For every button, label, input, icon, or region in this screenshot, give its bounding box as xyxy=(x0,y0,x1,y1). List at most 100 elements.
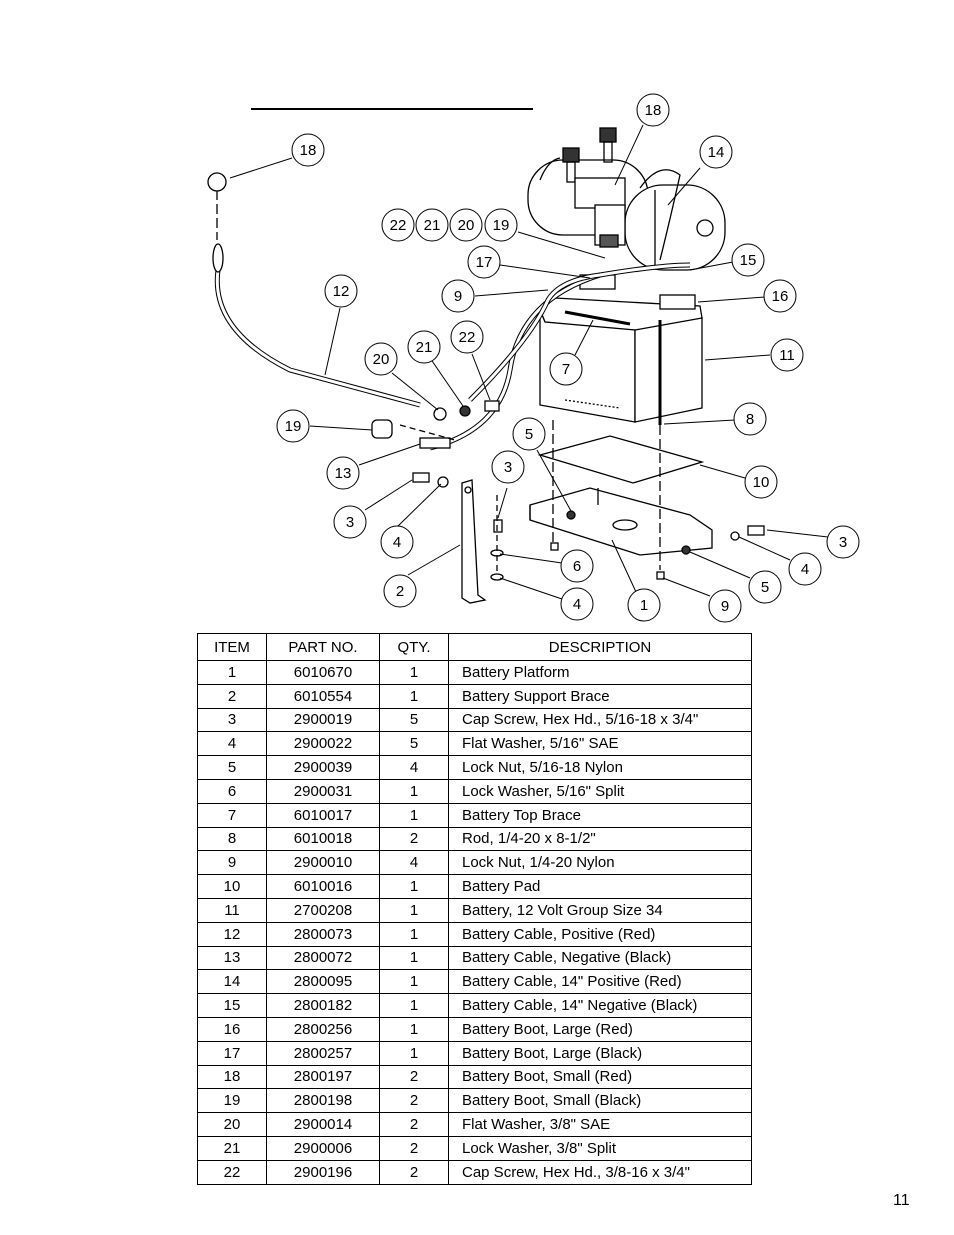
cell-qty: 2 xyxy=(379,1064,449,1090)
callout-22-top: 22 xyxy=(381,208,415,242)
svg-text:15: 15 xyxy=(740,252,757,269)
svg-text:22: 22 xyxy=(390,217,407,234)
cell-item: 20 xyxy=(197,1112,267,1137)
callout-4-left: 4 xyxy=(380,525,414,559)
cell-description: Battery Top Brace xyxy=(448,802,752,828)
callout-3-left: 3 xyxy=(333,505,367,539)
callout-9-bottom: 9 xyxy=(708,589,742,623)
cell-part-no: 2800073 xyxy=(266,921,380,947)
cell-qty: 1 xyxy=(379,921,449,947)
callout-20-top: 20 xyxy=(449,208,483,242)
callout-5-lower: 5 xyxy=(748,570,782,604)
cell-qty: 1 xyxy=(379,778,449,804)
callout-21-top: 21 xyxy=(415,208,449,242)
cell-part-no: 2900006 xyxy=(266,1135,380,1161)
cell-item: 4 xyxy=(197,731,267,757)
callout-4-bottom: 4 xyxy=(560,587,594,621)
callout-7: 7 xyxy=(549,352,583,386)
svg-text:7: 7 xyxy=(562,361,570,378)
cell-description: Battery Platform xyxy=(448,660,752,685)
cell-item: 14 xyxy=(197,969,267,995)
svg-text:21: 21 xyxy=(424,217,441,234)
cell-item: 16 xyxy=(197,1016,267,1042)
svg-text:2: 2 xyxy=(396,583,404,600)
parts-artwork xyxy=(207,127,765,604)
cell-item: 3 xyxy=(197,707,267,733)
cell-description: Flat Washer, 3/8" SAE xyxy=(448,1112,752,1137)
battery-platform-drawing xyxy=(529,487,713,556)
cell-qty: 1 xyxy=(379,660,449,685)
svg-text:8: 8 xyxy=(746,411,754,428)
callout-3-middle: 3 xyxy=(491,450,525,484)
cell-item: 7 xyxy=(197,802,267,828)
cell-qty: 2 xyxy=(379,1112,449,1137)
cell-qty: 2 xyxy=(379,826,449,852)
cell-part-no: 2700208 xyxy=(266,897,380,923)
battery-assembly-diagram: 18 18 14 22 21 20 19 17 15 9 16 12 11 7 … xyxy=(207,93,860,623)
cell-part-no: 6010018 xyxy=(266,826,380,852)
cell-description: Lock Nut, 5/16-18 Nylon xyxy=(448,755,752,780)
callout-4-right: 4 xyxy=(788,552,822,586)
cell-qty: 1 xyxy=(379,945,449,971)
cell-description: Battery Pad xyxy=(448,874,752,899)
callout-15: 15 xyxy=(731,243,765,277)
support-brace-drawing xyxy=(461,479,487,604)
svg-text:9: 9 xyxy=(454,288,462,305)
svg-text:16: 16 xyxy=(772,288,789,305)
cell-item: 1 xyxy=(197,660,267,685)
callout-13: 13 xyxy=(326,456,360,490)
svg-text:9: 9 xyxy=(721,598,729,615)
svg-text:22: 22 xyxy=(459,329,476,346)
cell-part-no: 6010554 xyxy=(266,683,380,709)
header-description: DESCRIPTION xyxy=(448,633,752,661)
cell-part-no: 2800198 xyxy=(266,1088,380,1114)
cell-description: Battery Boot, Large (Red) xyxy=(448,1016,752,1042)
pump-motor-drawing xyxy=(527,127,726,271)
callout-2: 2 xyxy=(383,574,417,608)
cell-description: Battery, 12 Volt Group Size 34 xyxy=(448,897,752,923)
cell-item: 11 xyxy=(197,897,267,923)
svg-text:18: 18 xyxy=(300,142,317,159)
callout-9-top: 9 xyxy=(441,279,475,313)
cell-description: Cap Screw, Hex Hd., 3/8-16 x 3/4" xyxy=(448,1159,752,1185)
svg-text:5: 5 xyxy=(761,579,769,596)
cell-description: Rod, 1/4-20 x 8-1/2" xyxy=(448,826,752,852)
cell-item: 19 xyxy=(197,1088,267,1114)
callout-18-top-left: 18 xyxy=(291,133,325,167)
cell-qty: 2 xyxy=(379,1135,449,1161)
svg-text:18: 18 xyxy=(645,102,662,119)
cell-part-no: 2900039 xyxy=(266,755,380,780)
callout-18-top-right: 18 xyxy=(636,93,670,127)
cell-description: Flat Washer, 5/16" SAE xyxy=(448,731,752,757)
cell-part-no: 2800072 xyxy=(266,945,380,971)
svg-text:3: 3 xyxy=(504,459,512,476)
svg-text:4: 4 xyxy=(393,534,401,551)
cell-item: 10 xyxy=(197,874,267,899)
callout-16: 16 xyxy=(763,279,797,313)
cell-part-no: 2900010 xyxy=(266,850,380,876)
svg-text:10: 10 xyxy=(753,474,770,491)
callout-6: 6 xyxy=(560,549,594,583)
callout-20: 20 xyxy=(364,342,398,376)
cell-qty: 2 xyxy=(379,1088,449,1114)
callout-1: 1 xyxy=(627,588,661,622)
cell-item: 8 xyxy=(197,826,267,852)
svg-text:13: 13 xyxy=(335,465,352,482)
cell-item: 15 xyxy=(197,993,267,1018)
cell-qty: 1 xyxy=(379,897,449,923)
cell-part-no: 2800182 xyxy=(266,993,380,1018)
callout-17: 17 xyxy=(467,245,501,279)
cell-qty: 5 xyxy=(379,707,449,733)
